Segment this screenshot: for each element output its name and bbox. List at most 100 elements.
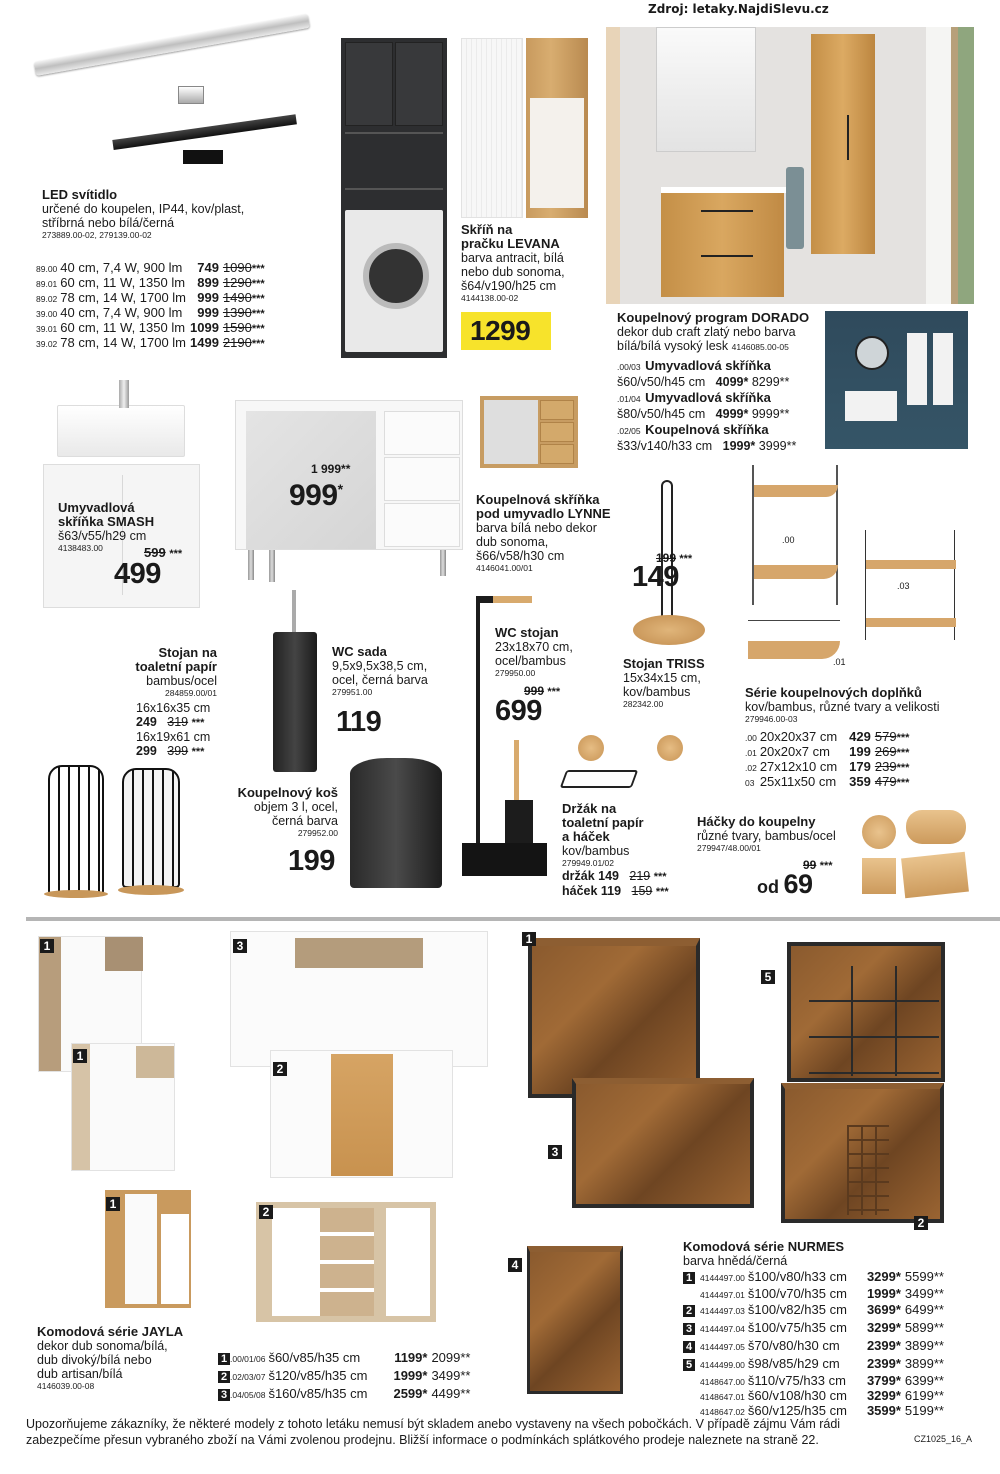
triss-stand-image: [661, 480, 673, 620]
corner-shelf-large-image: [752, 465, 838, 605]
paperstand-title: Stojan na: [158, 645, 217, 660]
led-title: LED svítidlo: [42, 187, 118, 202]
wcstojan-old-price: 999 ***: [524, 684, 561, 698]
hook-image: [657, 735, 683, 761]
led-lamp-bracket: [178, 86, 204, 104]
vanity-leg: [440, 550, 446, 576]
nurmes-wine-cabinet-2-image: [781, 1083, 944, 1223]
nurmes-product-info: Komodová série NURMES barva hnědá/černá: [683, 1239, 845, 1269]
jayla-cabinet-open-image: [105, 1190, 191, 1308]
smash-sink-image: [57, 405, 185, 457]
led-code: 273889.00-02, 279139.00-02: [42, 230, 152, 240]
vanity-leg: [248, 550, 254, 580]
variant-badge: 2: [273, 1062, 287, 1076]
wcsada-product-info: WC sada 9,5x9,5x38,5 cm, ocel, černá bar…: [332, 644, 428, 698]
drzak-title: toaletní papír: [562, 815, 644, 830]
paperstand-prices: 16x16x35 cm 249 319 *** 16x19x61 cm 299 …: [136, 701, 211, 758]
variant-badge: 1: [73, 1049, 87, 1063]
smash-old-price: 599 ***: [144, 545, 183, 560]
drzak-title: a háček: [562, 829, 610, 844]
levana-desc: barva antracit, bílá: [461, 251, 564, 265]
hacky-product-info: Háčky do koupelny různé tvary, bambus/oc…: [697, 814, 836, 854]
variant-badge: 3: [548, 1145, 562, 1159]
vanity-cabinet-image: [235, 400, 463, 550]
variant-badge: 1: [40, 939, 54, 953]
jayla-sideboard-open-image: [256, 1202, 436, 1322]
lynne-code: 4146041.00/01: [476, 563, 533, 573]
jayla-title: Komodová série JAYLA: [37, 1324, 184, 1339]
wc-stand-brush: [514, 740, 519, 800]
dorado-item: .00/03 Umyvadlová skříňka: [617, 358, 771, 373]
vanity-leg: [269, 550, 275, 582]
levana-title: Skříň na: [461, 222, 513, 237]
wc-stand-base: [462, 843, 547, 876]
jayla-cabinet-1b-image: [71, 1043, 175, 1171]
accessories-title: Série koupelnových doplňků: [745, 685, 922, 700]
page-code: CZ1025_16_A: [914, 1434, 973, 1444]
kos-product-info: Koupelnový koš objem 3 l, ocel, černá ba…: [220, 786, 338, 839]
hook-triple-image: [901, 851, 969, 899]
levana-code: 4144138.00-02: [461, 293, 519, 303]
lynne-dims: š66/v58/h30 cm: [476, 549, 565, 563]
variant-badge: 4: [508, 1258, 522, 1272]
bin-image: [350, 758, 442, 888]
variant-badge: 2: [259, 1205, 273, 1219]
levana-price-badge: 1299: [461, 312, 551, 350]
variant-badge: 1: [106, 1197, 120, 1211]
wc-stand-holder: [476, 596, 532, 603]
lynne-desc: barva bílá nebo dekor: [476, 521, 597, 535]
hook-double-image: [906, 810, 966, 844]
triss-old-price: 199 ***: [656, 551, 693, 565]
variant-badge: 2: [914, 1216, 928, 1230]
led-lamp-bracket-black: [183, 150, 223, 164]
jayla-sideboard-2-image: [270, 1050, 453, 1178]
accessory-label: .00: [782, 535, 795, 545]
lynne-cabinet-image: [480, 396, 578, 468]
hacky-price: od 69: [757, 869, 813, 899]
drzak-title: Držák na: [562, 801, 617, 816]
dorado-item: .02/05 Koupelnová skříňka: [617, 422, 769, 437]
wc-stand-cup: [505, 800, 533, 848]
vanity-price: 999*: [289, 479, 343, 512]
source-label: Zdroj: letaky.NajdiSlevu.cz: [648, 2, 829, 16]
triss-base: [633, 615, 705, 645]
smash-title: skříňka SMASH: [58, 514, 155, 529]
variant-badge: 5: [761, 970, 775, 984]
paperstand-black-base: [44, 890, 108, 898]
lynne-title: pod umyvadlo LYNNE: [476, 506, 611, 521]
dorado-item-price: š80/v50/h45 cm 4999* 9999**: [617, 407, 790, 421]
wc-stand-image: [476, 598, 480, 856]
led-desc: určené do koupelen, IP44, kov/plast,: [42, 202, 245, 216]
paperstand-product-info: Stojan na toaletní papír bambus/ocel 284…: [100, 646, 217, 699]
triss-price: 149: [632, 561, 679, 593]
wcstojan-product-info: WC stojan 23x18x70 cm, ocel/bambus 27995…: [495, 625, 573, 679]
lynne-title: Koupelnová skříňka: [476, 492, 600, 507]
led-product-info: LED svítidlo určené do koupelen, IP44, k…: [42, 188, 244, 241]
smash-code: 4138483.00: [58, 543, 103, 553]
triss-title: Stojan TRISS: [623, 656, 705, 671]
dorado-bathroom-photo: [606, 27, 974, 304]
paperstand-title: toaletní papír: [135, 659, 217, 674]
paperstand-white-base: [118, 885, 184, 895]
hook-square-image: [862, 858, 896, 894]
accessories-product-info: Série koupelnových doplňků kov/bambus, r…: [745, 685, 940, 725]
paper-holder-image: [578, 735, 604, 761]
levana-cabinet-oak-image: [526, 38, 588, 218]
wcsada-price: 119: [336, 706, 382, 738]
smash-product-info: Umyvadlová skříňka SMASH š63/v55/h29 cm …: [58, 501, 154, 554]
variant-badge: 1: [522, 932, 536, 946]
nurmes-sideboard-1-image: [528, 938, 700, 1098]
